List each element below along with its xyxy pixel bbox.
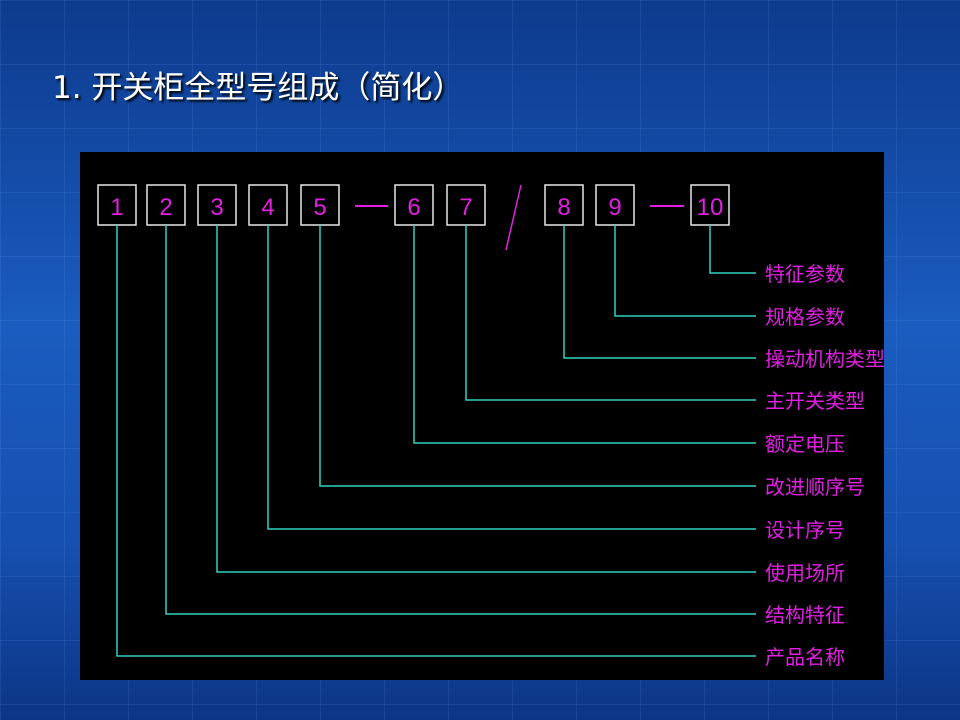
leader-line-2 bbox=[165, 225, 756, 615]
code-number-2: 2 bbox=[159, 194, 172, 221]
code-number-6: 6 bbox=[407, 194, 420, 221]
code-number-5: 5 bbox=[313, 194, 326, 221]
leader-line-5 bbox=[319, 225, 756, 487]
field-label: 使用场所 bbox=[765, 561, 845, 585]
field-label: 额定电压 bbox=[765, 432, 845, 456]
field-label: 设计序号 bbox=[765, 518, 845, 542]
code-number-9: 9 bbox=[608, 194, 621, 221]
diagram-canvas: 1 2 3 4 5 6 7 8 9 10 特征参数规格参数操动机构类型主开关类型额定电压改进顺序号设… bbox=[97, 184, 884, 669]
leader-line-9 bbox=[614, 225, 756, 317]
code-number-4: 4 bbox=[261, 194, 274, 221]
slide-title: 1. 开关柜全型号组成（简化） bbox=[52, 70, 464, 106]
model-code-diagram: 1 2 3 4 5 6 7 8 9 10 特征参数规格参数操动机构类型主开关类型额定电压改进顺序号设… bbox=[80, 152, 884, 680]
field-label: 改进顺序号 bbox=[765, 475, 865, 499]
code-number-10: 10 bbox=[697, 194, 724, 221]
leader-line-4 bbox=[267, 225, 756, 530]
code-number-1: 1 bbox=[110, 194, 123, 221]
leader-line-3 bbox=[216, 225, 756, 573]
field-label: 规格参数 bbox=[765, 305, 845, 329]
leader-line-6 bbox=[413, 225, 756, 444]
code-number-7: 7 bbox=[459, 194, 472, 221]
code-number-3: 3 bbox=[210, 194, 223, 221]
leader-line-8 bbox=[563, 225, 756, 359]
field-label: 产品名称 bbox=[765, 645, 845, 669]
code-number-8: 8 bbox=[557, 194, 570, 221]
field-label: 特征参数 bbox=[765, 262, 845, 286]
leader-line-10 bbox=[709, 225, 756, 274]
field-label: 操动机构类型 bbox=[765, 347, 884, 371]
leader-line-7 bbox=[465, 225, 756, 401]
field-label: 主开关类型 bbox=[765, 389, 865, 413]
slash-separator bbox=[505, 184, 522, 251]
leader-line-1 bbox=[116, 225, 756, 657]
field-label: 结构特征 bbox=[765, 603, 845, 627]
